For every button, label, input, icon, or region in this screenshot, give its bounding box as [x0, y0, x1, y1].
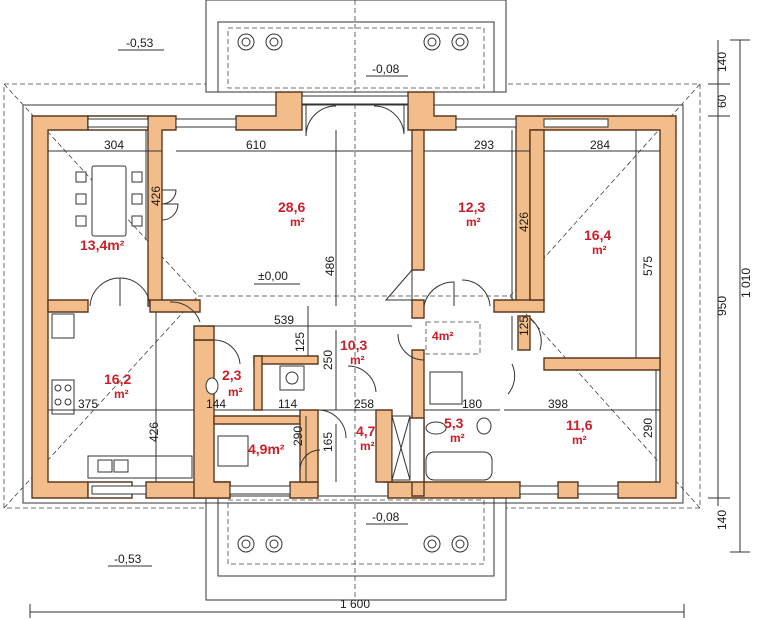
- room-kitchen-area: 16,2: [104, 371, 131, 387]
- level-terrace-top: -0,08: [372, 62, 400, 76]
- room-bedroom-a-unit: m²: [466, 215, 481, 229]
- dim-114: 114: [278, 397, 297, 411]
- terrace-bottom: [205, 495, 507, 601]
- dim-125-hall: 125: [293, 332, 307, 352]
- dim-right-140-bottom: 140: [715, 510, 729, 530]
- room-kitchen-unit: m²: [114, 387, 129, 401]
- dim-250: 250: [321, 350, 335, 370]
- room-hall-area: 10,3: [340, 337, 367, 353]
- dim-284: 284: [590, 138, 610, 152]
- dim-165: 165: [321, 432, 335, 452]
- room-wc-unit: m²: [228, 385, 243, 399]
- room-living-area: 28,6: [278, 199, 305, 215]
- room-bathroom-area: 5,3: [444, 415, 464, 431]
- room-wc-area: 2,3: [222, 367, 242, 383]
- dim-180: 180: [462, 397, 482, 411]
- dim-486: 486: [323, 256, 337, 276]
- dim-bottom-1600: 1 600: [340, 597, 370, 611]
- level-top-left: -0,53: [126, 36, 154, 50]
- dim-398: 398: [548, 397, 568, 411]
- interior-walls: [47, 129, 661, 497]
- level-terrace-bottom: -0,08: [372, 510, 400, 524]
- room-entry-area: 4,7: [356, 423, 376, 439]
- dim-426-dining: 426: [149, 186, 163, 206]
- room-storage-area: 4m²: [432, 329, 453, 343]
- dim-right-1010: 1 010: [739, 268, 753, 298]
- dim-125-right: 125: [517, 316, 531, 336]
- dim-375: 375: [78, 397, 98, 411]
- dim-293: 293: [474, 138, 494, 152]
- dim-426-bedroom: 426: [517, 212, 531, 232]
- dim-610: 610: [246, 138, 266, 152]
- dim-right-140-top: 140: [715, 52, 729, 72]
- dim-304: 304: [104, 138, 124, 152]
- room-bedroom-b-area: 16,4: [584, 227, 611, 243]
- room-utility-area: 4,9m²: [248, 441, 285, 457]
- room-bathroom-unit: m²: [450, 431, 465, 445]
- room-bedroom-b-unit: m²: [592, 243, 607, 257]
- dimension-lines: [29, 39, 750, 618]
- windows: [87, 95, 619, 495]
- dim-144: 144: [206, 397, 226, 411]
- room-areas: 13,4m² 28,6 m² 12,3 m² 16,4 m² 16,2 m² 2…: [80, 199, 611, 457]
- dim-539: 539: [274, 313, 294, 327]
- dim-575: 575: [641, 256, 655, 276]
- terrace-top: [205, 0, 507, 93]
- fixtures: [51, 165, 493, 481]
- dim-258: 258: [354, 397, 374, 411]
- level-markers: -0,53 -0,08 ±0,00 -0,08 -0,53: [108, 36, 408, 567]
- room-bedroom-a-area: 12,3: [458, 199, 485, 215]
- room-bedroom-c-area: 11,6: [566, 417, 593, 433]
- dim-right-60: 60: [715, 94, 729, 108]
- room-hall-unit: m²: [350, 353, 365, 367]
- roof-outline: [3, 0, 701, 601]
- room-living-unit: m²: [290, 215, 305, 229]
- doors: [89, 104, 542, 471]
- level-bottom-left: -0,53: [114, 552, 142, 566]
- room-bedroom-c-unit: m²: [572, 433, 587, 447]
- dim-290-bedroom: 290: [641, 418, 655, 438]
- dim-426-kitchen: 426: [147, 422, 161, 442]
- room-entry-unit: m²: [360, 439, 375, 453]
- room-dining-area: 13,4m²: [80, 237, 125, 253]
- dim-290-utility: 290: [291, 426, 305, 446]
- dimension-labels: 304 610 293 284 426 486 426 575 539 125 …: [78, 52, 753, 611]
- level-living: ±0,00: [258, 269, 288, 283]
- dim-right-950: 950: [715, 296, 729, 316]
